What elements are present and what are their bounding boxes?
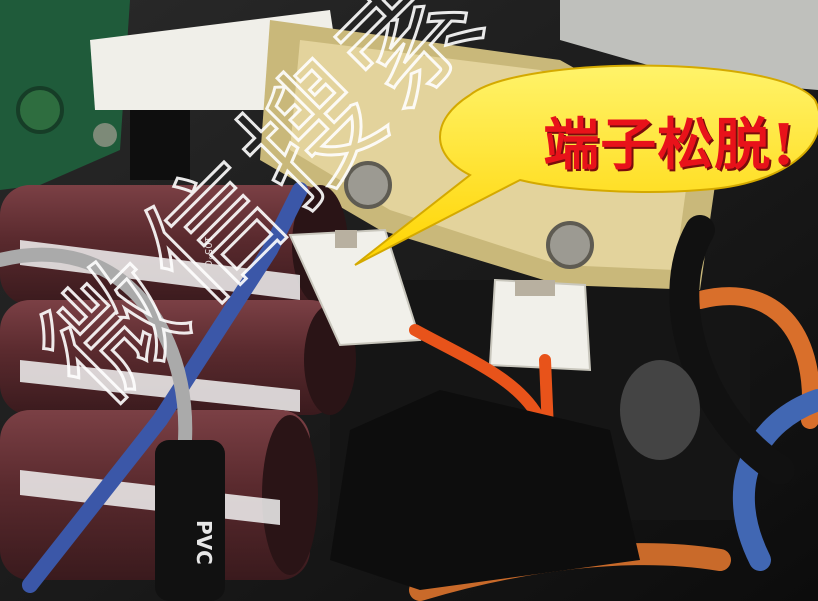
black-cable (669, 215, 795, 485)
blue-wire (22, 182, 308, 593)
pcb-component (93, 123, 117, 147)
loose-terminal-connector (288, 228, 422, 347)
terminal-connector (488, 278, 592, 372)
pcb-component (16, 86, 64, 134)
screw (344, 161, 392, 209)
capacitor-print: 105°C (202, 236, 213, 267)
pvc-label: PVC (192, 520, 216, 565)
metal-housing (560, 0, 818, 90)
pvc-sleeve: PVC (155, 440, 225, 601)
screw (546, 221, 594, 269)
fuse-holder (330, 390, 640, 590)
heatsink (130, 110, 190, 180)
grey-wire (0, 247, 193, 447)
callout-bubble (354, 64, 818, 266)
callout-text: 端子松脱! (543, 111, 797, 178)
toroid-core (620, 360, 700, 460)
